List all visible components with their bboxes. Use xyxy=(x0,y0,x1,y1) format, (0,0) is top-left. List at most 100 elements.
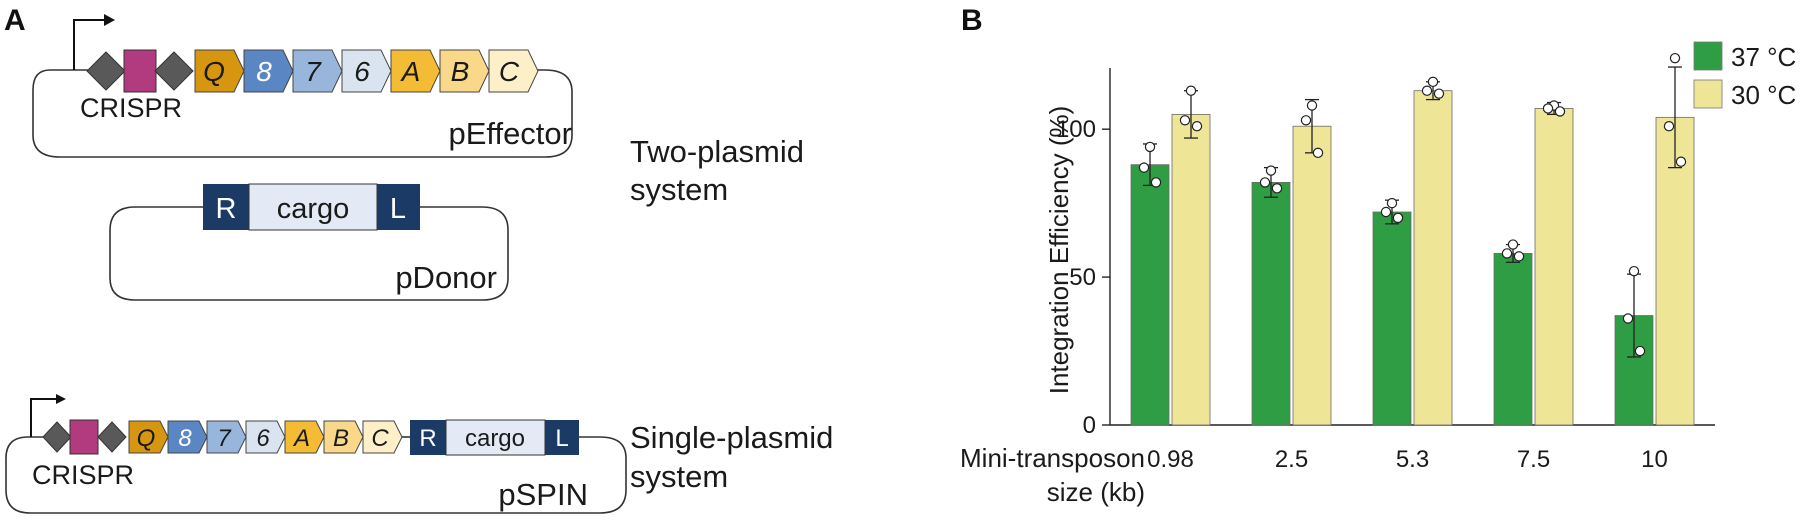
data-point xyxy=(1513,251,1525,262)
panel-b-label: B xyxy=(961,4,983,37)
svg-text:7: 7 xyxy=(305,56,322,87)
data-point xyxy=(1138,162,1150,173)
y-tick-label: 0 xyxy=(1083,412,1096,439)
x-tick-label: 0.98 xyxy=(1147,446,1194,473)
bar xyxy=(1413,90,1453,426)
crispr-spacer-icon xyxy=(123,49,157,93)
data-point xyxy=(1421,85,1433,96)
bar xyxy=(1292,125,1332,426)
gene-q: Q xyxy=(128,420,169,454)
legend-label-37c: 37 °C xyxy=(1731,42,1796,72)
bar xyxy=(1251,182,1291,426)
transposon-left-end xyxy=(377,184,420,230)
promoter-arrow-icon xyxy=(30,398,58,437)
panel-a: A CRISPR Q 8 7 xyxy=(4,4,833,514)
peffector-plasmid: CRISPR Q 8 7 6 A xyxy=(32,14,573,158)
svg-text:7: 7 xyxy=(217,425,232,452)
gene-8: 8 xyxy=(167,420,208,454)
data-point xyxy=(1542,103,1554,114)
chart-points xyxy=(1138,52,1687,357)
x-tick-label: 5.3 xyxy=(1396,446,1429,473)
peffector-label: pEffector xyxy=(448,116,572,151)
cargo-label: cargo xyxy=(465,425,525,452)
data-point xyxy=(1300,115,1312,126)
data-point xyxy=(1191,121,1203,132)
gene-a: A xyxy=(390,49,441,93)
pdonor-backbone xyxy=(109,206,509,301)
legend-swatch-30c xyxy=(1693,79,1723,109)
data-point xyxy=(1150,177,1162,188)
gene-q: Q xyxy=(194,49,245,93)
x-tick-label: 10 xyxy=(1641,446,1668,473)
gene-b: B xyxy=(323,420,364,454)
svg-text:Q: Q xyxy=(203,56,225,87)
gene-c: C xyxy=(362,420,403,454)
bar xyxy=(1171,113,1211,426)
y-axis-title: Integration Efficiency (%) xyxy=(1044,106,1074,395)
data-point xyxy=(1669,52,1681,64)
bar xyxy=(1372,211,1412,426)
gene-7: 7 xyxy=(206,420,247,454)
pdonor-label: pDonor xyxy=(395,260,497,295)
bar xyxy=(1493,253,1533,426)
right-end-label: R xyxy=(419,425,436,452)
transposon-right-end xyxy=(203,184,249,230)
svg-text:C: C xyxy=(499,56,520,87)
peffector-backbone xyxy=(32,69,573,158)
svg-text:8: 8 xyxy=(178,425,192,452)
bar xyxy=(1534,108,1574,426)
panel-a-label: A xyxy=(4,4,26,37)
data-point xyxy=(1507,239,1519,250)
cargo-region xyxy=(248,183,378,231)
svg-text:A: A xyxy=(292,425,310,452)
promoter-arrowhead-icon xyxy=(104,14,115,26)
data-point xyxy=(1427,76,1439,88)
svg-text:B: B xyxy=(451,56,470,87)
crispr-label: CRISPR xyxy=(32,460,134,490)
crispr-repeat-icon xyxy=(154,51,194,91)
gene-a: A xyxy=(284,420,325,454)
x-tick-label: 2.5 xyxy=(1275,446,1308,473)
gene-6: 6 xyxy=(341,49,392,93)
bar xyxy=(1655,116,1695,426)
pspin-label: pSPIN xyxy=(498,477,588,512)
y-tick-label: 50 xyxy=(1069,264,1096,291)
svg-text:6: 6 xyxy=(256,425,270,452)
data-point xyxy=(1501,248,1513,259)
chart-bars xyxy=(1130,90,1695,426)
bar xyxy=(1130,164,1170,426)
legend-label-30c: 30 °C xyxy=(1731,80,1796,110)
y-tick-label: 100 xyxy=(1056,116,1096,143)
panel-b: B Integration Efficiency (%) 0.98 2.5 5.3 7… xyxy=(960,4,1796,507)
pdonor-plasmid: R cargo L pDonor xyxy=(109,183,509,301)
promoter-arrowhead-icon xyxy=(56,394,66,404)
pspin-backbone xyxy=(5,436,627,514)
svg-text:6: 6 xyxy=(354,56,370,87)
gene-b: B xyxy=(439,49,490,93)
svg-text:Q: Q xyxy=(137,425,156,452)
two-plasmid-system-line1: Two-plasmid xyxy=(630,134,804,169)
cargo-label: cargo xyxy=(277,193,350,225)
crispr-repeat-icon xyxy=(97,421,127,453)
gene-6: 6 xyxy=(245,420,286,454)
gene-7: 7 xyxy=(292,49,343,93)
data-point xyxy=(1265,165,1277,176)
single-plasmid-system-line1: Single-plasmid xyxy=(630,420,833,455)
data-point xyxy=(1554,106,1566,117)
x-tick-label: 7.5 xyxy=(1517,446,1550,473)
x-axis-title-line2: size (kb) xyxy=(1047,477,1145,507)
legend-swatch-37c xyxy=(1693,41,1723,71)
svg-text:A: A xyxy=(400,56,421,87)
data-point xyxy=(1380,206,1392,218)
data-point xyxy=(1312,147,1324,159)
transposon-left-end xyxy=(545,420,579,455)
crispr-repeat-icon xyxy=(86,51,126,91)
gene-8: 8 xyxy=(243,49,294,93)
chart-axes xyxy=(1109,68,1715,426)
single-plasmid-system-line2: system xyxy=(630,459,728,494)
data-point xyxy=(1179,115,1191,126)
data-point xyxy=(1392,212,1404,224)
data-point xyxy=(1675,156,1687,167)
data-point xyxy=(1271,183,1283,194)
